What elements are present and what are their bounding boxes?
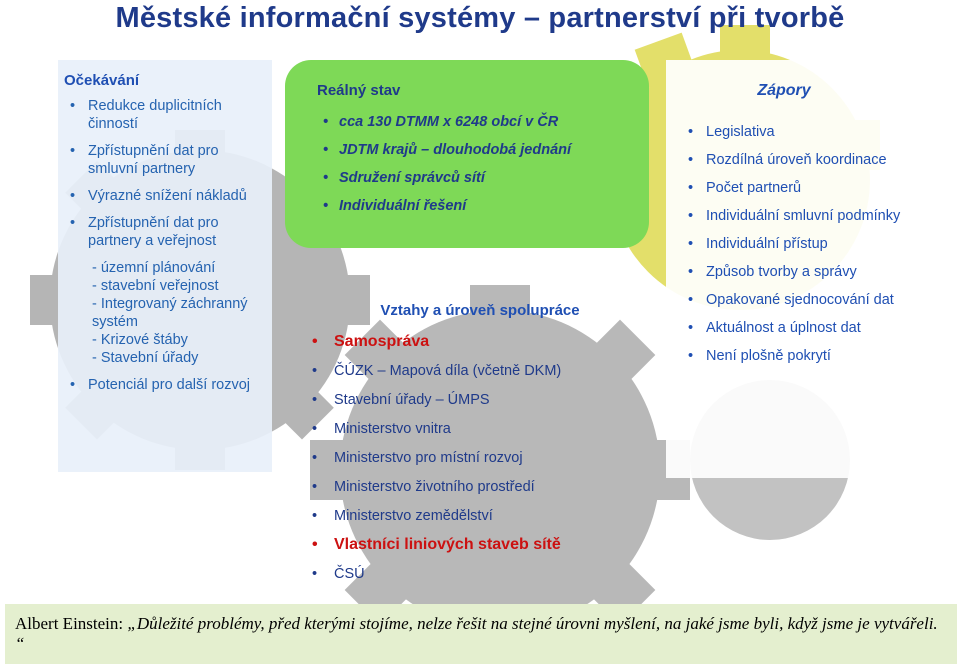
list-item: Počet partnerů — [682, 179, 946, 197]
list-item: cca 130 DTMM x 6248 obcí v ČR — [317, 113, 649, 131]
list-item: Opakované sjednocování dat — [682, 291, 946, 309]
list-item: Ministerstvo pro místní rozvoj — [300, 449, 660, 467]
list-item: Zpřístupnění dat pro smluvní partnery — [64, 142, 264, 178]
list-subitem: - Stavební úřady — [92, 350, 199, 366]
relations-panel: Vztahy a úroveň spolupráce Samospráva ČÚ… — [300, 302, 660, 594]
list-item: ČSÚ — [300, 565, 660, 583]
list-item: Vlastníci liniových staveb sítě — [300, 536, 660, 554]
list-item: Individuální přístup — [682, 235, 946, 253]
quote-box: Albert Einstein: „Důležité problémy, pře… — [5, 604, 957, 664]
list-item: Není plošně pokrytí — [682, 347, 946, 365]
relations-heading: Vztahy a úroveň spolupráce — [380, 302, 580, 319]
expectations-heading: Očekávání — [64, 72, 140, 89]
page-title: Městské informační systémy – partnerství… — [115, 2, 845, 34]
current-state-heading: Reálný stav — [317, 82, 401, 99]
list-subitem: - územní plánování — [92, 260, 216, 276]
list-item: Způsob tvorby a správy — [682, 263, 946, 281]
cons-heading: Zápory — [757, 82, 811, 99]
list-item: Ministerstvo vnitra — [300, 420, 660, 438]
list-subitem: - Krizové štáby — [92, 332, 188, 348]
list-item: Individuální smluvní podmínky — [682, 207, 946, 225]
cons-list: Legislativa Rozdílná úroveň koordinace P… — [682, 123, 946, 365]
list-subitem: - stavební veřejnost — [92, 278, 219, 294]
list-item: Individuální řešení — [317, 197, 649, 215]
list-item: Samospráva — [300, 333, 660, 351]
list-item: Legislativa — [682, 123, 946, 141]
list-item: Potenciál pro další rozvoj — [64, 376, 264, 394]
cons-panel: Zápory Legislativa Rozdílná úroveň koord… — [666, 60, 958, 478]
expectations-panel: Očekávání Redukce duplicitních činností … — [58, 60, 272, 472]
quote-text: „Důležité problémy, před kterými stojíme… — [15, 614, 938, 653]
list-item: Sdružení správců sítí — [317, 169, 649, 187]
current-state-box: Reálný stav cca 130 DTMM x 6248 obcí v Č… — [285, 60, 649, 248]
current-state-list: cca 130 DTMM x 6248 obcí v ČR JDTM krajů… — [317, 113, 649, 215]
list-item: Redukce duplicitních činností — [64, 97, 264, 133]
list-item: ČÚZK – Mapová díla (včetně DKM) — [300, 362, 660, 380]
quote-author: Albert Einstein: — [15, 614, 128, 633]
list-item: Aktuálnost a úplnost dat — [682, 319, 946, 337]
list-item: Zpřístupnění dat pro partnery a veřejnos… — [64, 214, 264, 250]
list-item: Ministerstvo zemědělství — [300, 507, 660, 525]
list-item: Stavební úřady – ÚMPS — [300, 391, 660, 409]
list-item: Ministerstvo životního prostředí — [300, 478, 660, 496]
relations-list: Samospráva ČÚZK – Mapová díla (včetně DK… — [300, 333, 660, 583]
list-item: Rozdílná úroveň koordinace — [682, 151, 946, 169]
list-item: JDTM krajů – dlouhodobá jednání — [317, 141, 649, 159]
list-item: Výrazné snížení nákladů — [64, 187, 264, 205]
list-subitem: - Integrovaný záchranný systém — [92, 296, 248, 330]
expectations-list: Redukce duplicitních činností Zpřístupně… — [64, 97, 264, 394]
